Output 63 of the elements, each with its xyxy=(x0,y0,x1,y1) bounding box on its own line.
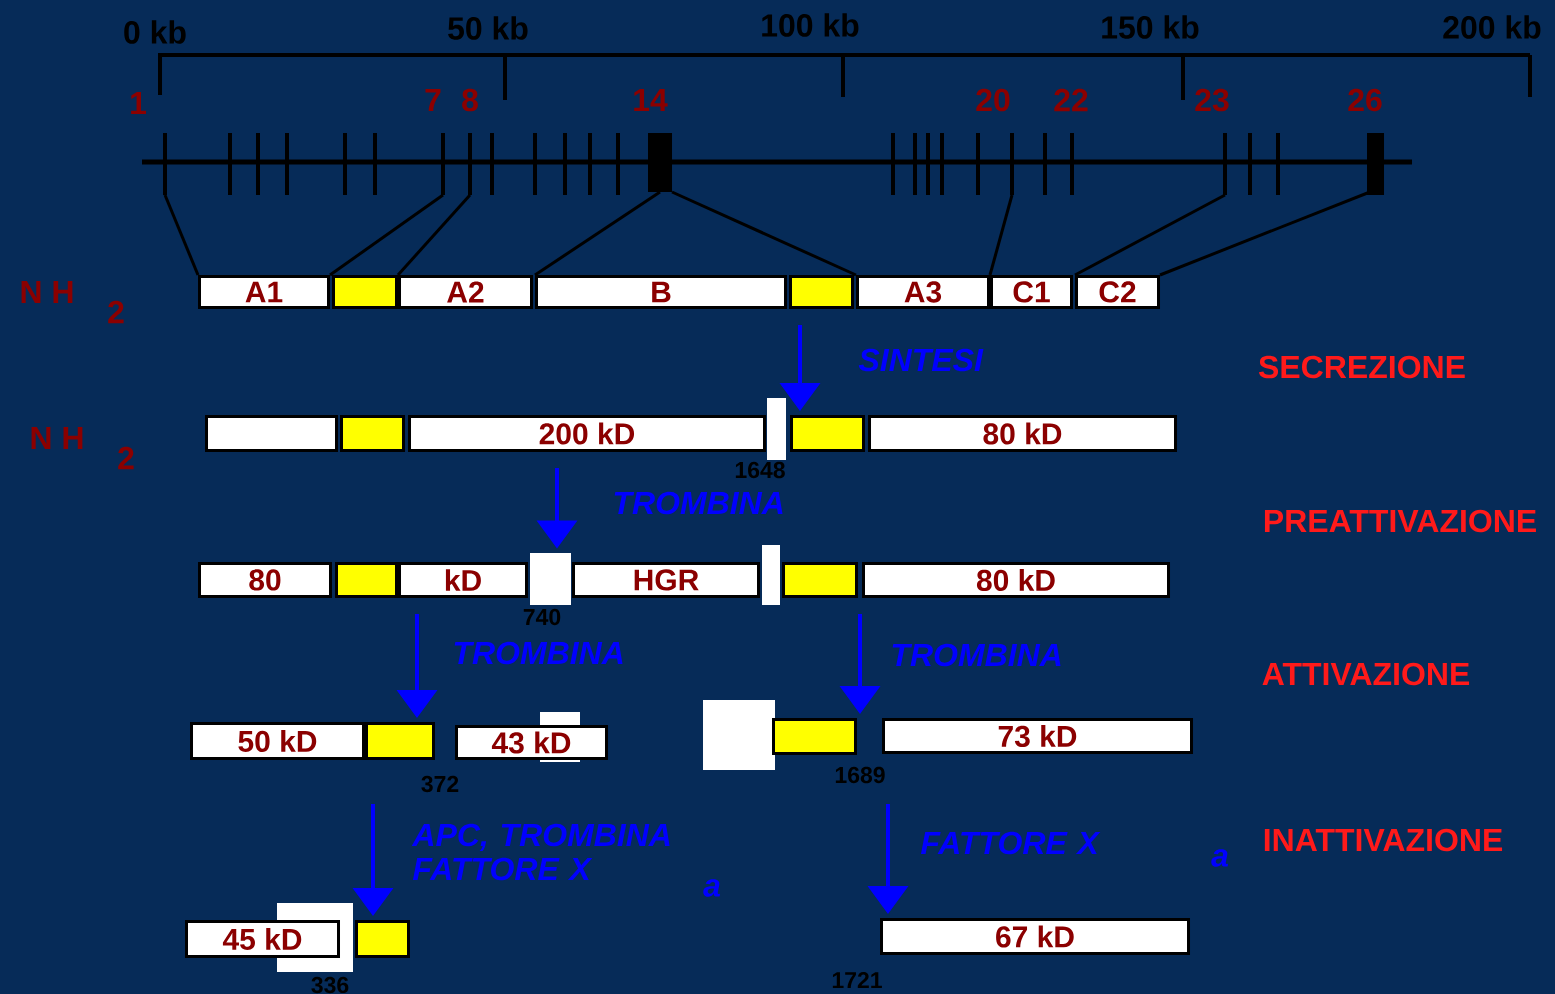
edge-label: FATTORE X xyxy=(920,831,1101,855)
domain-box: A3 xyxy=(856,275,990,309)
edge-label: APC, TROMBINA FATTORE X xyxy=(411,823,670,881)
scale-label: 200 kb xyxy=(1443,15,1541,39)
domain-box: 50 kD xyxy=(190,722,365,760)
cleavage-block xyxy=(530,553,571,605)
residue-number: 1721 xyxy=(832,971,882,989)
phase-label: ATTIVAZIONE xyxy=(1262,662,1470,686)
scale-label: 0 kb xyxy=(124,20,186,44)
domain-box: 80 xyxy=(198,562,332,598)
region-box xyxy=(772,718,857,755)
terminus-label: 2 xyxy=(108,300,124,324)
terminus-label: N H xyxy=(31,427,83,449)
domain-box: 67 kD xyxy=(880,918,1190,955)
region-box xyxy=(782,562,858,598)
domain-box: B xyxy=(535,275,787,309)
region-box xyxy=(355,920,410,958)
residue-number: 1648 xyxy=(735,461,785,479)
domain-box: A2 xyxy=(398,275,533,309)
edge-label: SINTESI xyxy=(858,348,984,372)
phase-label: INATTIVAZIONE xyxy=(1264,828,1503,852)
domain-box: C2 xyxy=(1075,275,1160,309)
residue-number: 372 xyxy=(421,775,459,793)
cleavage-block xyxy=(767,398,786,460)
residue-number: 740 xyxy=(523,608,561,626)
region-box xyxy=(335,562,398,598)
subscript-label: a xyxy=(1211,849,1228,867)
region-box xyxy=(332,275,398,309)
exon-number: 8 xyxy=(462,88,478,112)
residue-number: 1689 xyxy=(835,766,885,784)
exon-number: 22 xyxy=(1054,88,1088,112)
edge-label: TROMBINA xyxy=(892,643,1061,667)
cleavage-block xyxy=(762,545,780,605)
scale-label: 150 kb xyxy=(1102,15,1199,39)
edge-label: TROMBINA xyxy=(454,641,623,665)
terminus-label: N H xyxy=(21,281,73,303)
phase-label: PREATTIVAZIONE xyxy=(1264,509,1536,533)
region-box xyxy=(790,415,865,452)
phase-label: SECREZIONE xyxy=(1258,355,1465,379)
domain-box: kD xyxy=(398,562,528,598)
region-box xyxy=(365,722,435,760)
domain-box: 80 kD xyxy=(868,415,1177,452)
cleavage-block xyxy=(703,700,775,770)
domain-box: C1 xyxy=(990,275,1073,309)
domain-box: A1 xyxy=(198,275,330,309)
exon-number: 1 xyxy=(131,92,146,114)
scale-label: 50 kb xyxy=(448,16,528,40)
region-box xyxy=(789,275,854,309)
exon-number: 14 xyxy=(634,89,668,111)
region-box xyxy=(340,415,405,452)
terminus-label: 2 xyxy=(118,446,134,470)
exon-number: 7 xyxy=(425,89,441,111)
scale-label: 100 kb xyxy=(762,13,859,37)
exon-number: 26 xyxy=(1348,88,1382,112)
domain-box: 45 kD xyxy=(185,920,340,958)
domain-box: 80 kD xyxy=(862,562,1170,598)
residue-number: 336 xyxy=(311,976,349,994)
exon-number: 20 xyxy=(976,88,1010,112)
edge-label: TROMBINA xyxy=(614,491,783,515)
region-box xyxy=(205,415,338,452)
exon-number: 23 xyxy=(1195,88,1229,112)
domain-box: 73 kD xyxy=(882,718,1193,754)
subscript-label: a xyxy=(703,879,720,897)
